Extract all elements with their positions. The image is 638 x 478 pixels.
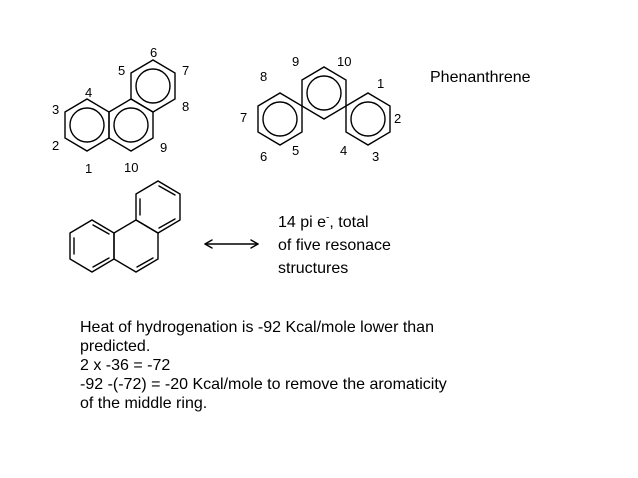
right-label-8: 8 (260, 69, 267, 84)
right-ring-right-circle (350, 101, 386, 137)
left-label-2: 2 (52, 138, 59, 153)
pi-electron-note: 14 pi e-, total of five resonace structu… (278, 211, 391, 280)
resonance-arrow (204, 239, 259, 249)
heat-line-5: of the middle ring. (80, 395, 208, 412)
left-label-1: 1 (85, 161, 92, 176)
ring-a (64, 98, 110, 152)
right-label-2: 2 (394, 111, 401, 126)
ring-b (108, 98, 154, 152)
kekule-ring-c (135, 180, 181, 234)
right-label-5: 5 (292, 143, 299, 158)
ring-c-circle (135, 68, 171, 104)
right-label-4: 4 (340, 143, 347, 158)
right-phenanthrene-aromatic: 1 2 3 4 5 6 7 8 9 10 (240, 54, 401, 164)
left-label-7: 7 (182, 63, 189, 78)
left-label-10: 10 (124, 160, 138, 175)
right-label-3: 3 (372, 149, 379, 164)
left-phenanthrene-aromatic: 1 2 3 4 5 6 7 8 9 10 (52, 45, 189, 176)
left-label-9: 9 (160, 140, 167, 155)
right-ring-left-circle (262, 101, 298, 137)
heat-line-4: -92 -(-72) = -20 Kcal/mole to remove the… (80, 376, 447, 393)
right-ring-right (345, 92, 391, 146)
heat-line-1: Heat of hydrogenation is -92 Kcal/mole l… (80, 319, 434, 336)
hydrogenation-note: Heat of hydrogenation is -92 Kcal/mole l… (80, 318, 620, 413)
resonance-arrow-left-head (204, 239, 213, 249)
right-label-10: 10 (337, 54, 351, 69)
kekule-double-bond (92, 224, 110, 235)
pi-line-3: structures (278, 260, 349, 277)
right-label-7: 7 (240, 110, 247, 125)
pi-line-2: of five resonace (278, 237, 391, 254)
kekule-ring-a (69, 219, 115, 273)
pi-line-1-suffix: , total (329, 214, 369, 231)
right-label-9: 9 (292, 54, 299, 69)
right-label-1: 1 (377, 76, 384, 91)
left-label-4: 4 (85, 85, 92, 100)
right-ring-middle-circle (306, 75, 342, 111)
ring-b-circle (113, 107, 149, 143)
kekule-double-bond (158, 218, 176, 229)
kekule-double-bond (158, 185, 176, 196)
left-label-5: 5 (118, 63, 125, 78)
kekule-double-bond (92, 257, 110, 268)
kekule-ring-b (113, 219, 159, 273)
heat-line-2: predicted. (80, 338, 151, 355)
pi-line-1-superscript: - (326, 212, 330, 224)
pi-line-1: 14 pi e-, total (278, 211, 391, 234)
right-ring-left (257, 92, 303, 146)
compound-title: Phenanthrene (430, 69, 531, 86)
left-label-8: 8 (182, 99, 189, 114)
left-label-3: 3 (52, 102, 59, 117)
left-label-6: 6 (150, 45, 157, 60)
right-ring-middle (301, 66, 347, 120)
ring-a-circle (69, 107, 105, 143)
resonance-arrow-right-head (250, 239, 259, 249)
right-label-6: 6 (260, 149, 267, 164)
pi-line-1-prefix: 14 pi e (278, 214, 327, 231)
kekule-phenanthrene (69, 180, 181, 273)
heat-line-3: 2 x -36 = -72 (80, 357, 171, 374)
kekule-double-bond (136, 257, 154, 268)
ring-c (130, 59, 176, 113)
